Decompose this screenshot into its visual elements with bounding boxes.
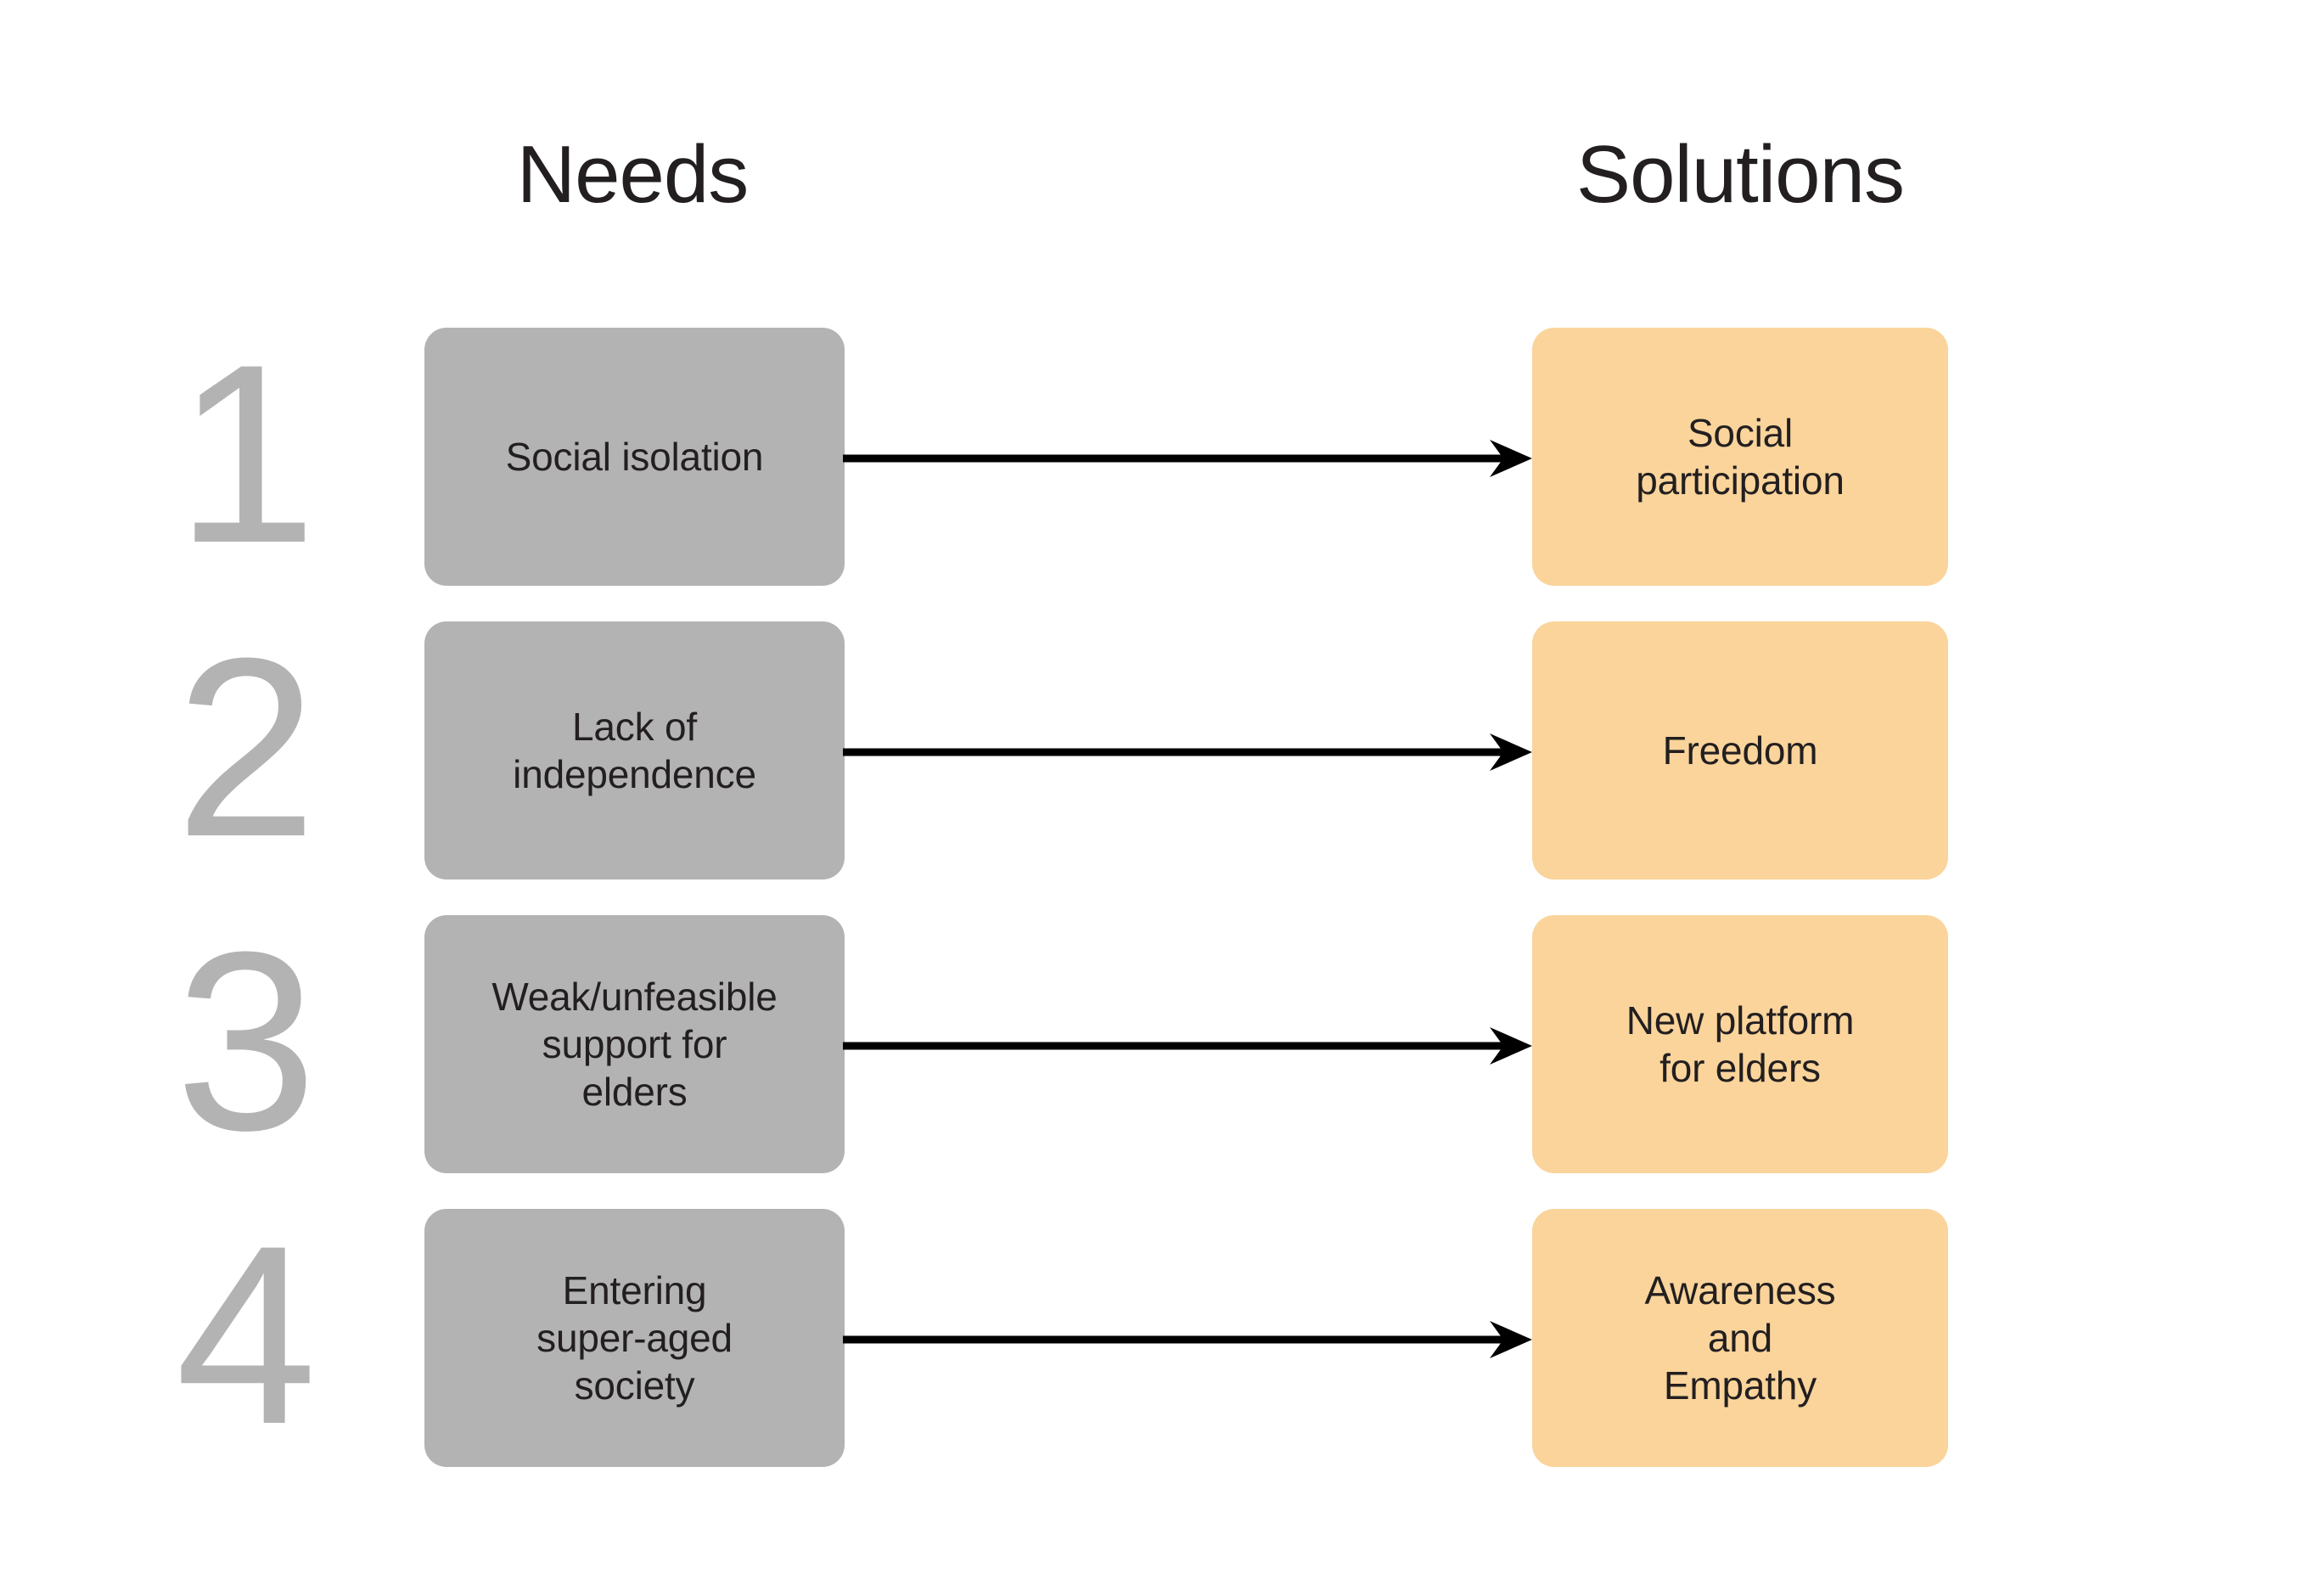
mapping-row: 4 Entering super-aged society Awareness …: [0, 1207, 2308, 1467]
column-header-needs: Needs: [516, 129, 750, 220]
solution-box[interactable]: Freedom: [1532, 621, 1948, 879]
mapping-row: 1 Social isolation Social participation: [0, 326, 2308, 586]
column-header-solutions: Solutions: [1576, 129, 1905, 220]
solution-label: New platform for elders: [1626, 997, 1855, 1090]
need-label: Weak/unfeasible support for elders: [491, 974, 778, 1115]
row-index-numeral: 2: [175, 604, 317, 890]
need-to-solution-arrow-icon: [843, 1027, 1537, 1065]
solution-box[interactable]: Awareness and Empathy: [1532, 1209, 1948, 1467]
need-box[interactable]: Social isolation: [424, 328, 845, 586]
row-index-numeral: 1: [175, 311, 317, 596]
need-label: Entering super-aged society: [536, 1267, 733, 1408]
need-box[interactable]: Lack of independence: [424, 621, 845, 879]
need-to-solution-arrow-icon: [843, 440, 1537, 477]
need-to-solution-arrow-icon: [843, 1321, 1537, 1358]
mapping-row: 3 Weak/unfeasible support for elders New…: [0, 898, 2308, 1183]
solution-label: Awareness and Empathy: [1644, 1267, 1836, 1408]
need-box[interactable]: Weak/unfeasible support for elders: [424, 915, 845, 1173]
need-label: Social isolation: [505, 434, 764, 479]
row-index-numeral: 3: [175, 898, 317, 1183]
need-to-solution-arrow-icon: [843, 733, 1537, 771]
mapping-row: 2 Lack of independence Freedom: [0, 604, 2308, 890]
row-index-numeral: 4: [175, 1192, 317, 1477]
solution-label: Freedom: [1662, 728, 1818, 773]
solution-box[interactable]: Social participation: [1532, 328, 1948, 586]
solution-label: Social participation: [1636, 410, 1845, 503]
need-label: Lack of independence: [513, 704, 756, 796]
solution-box[interactable]: New platform for elders: [1532, 915, 1948, 1173]
need-box[interactable]: Entering super-aged society: [424, 1209, 845, 1467]
